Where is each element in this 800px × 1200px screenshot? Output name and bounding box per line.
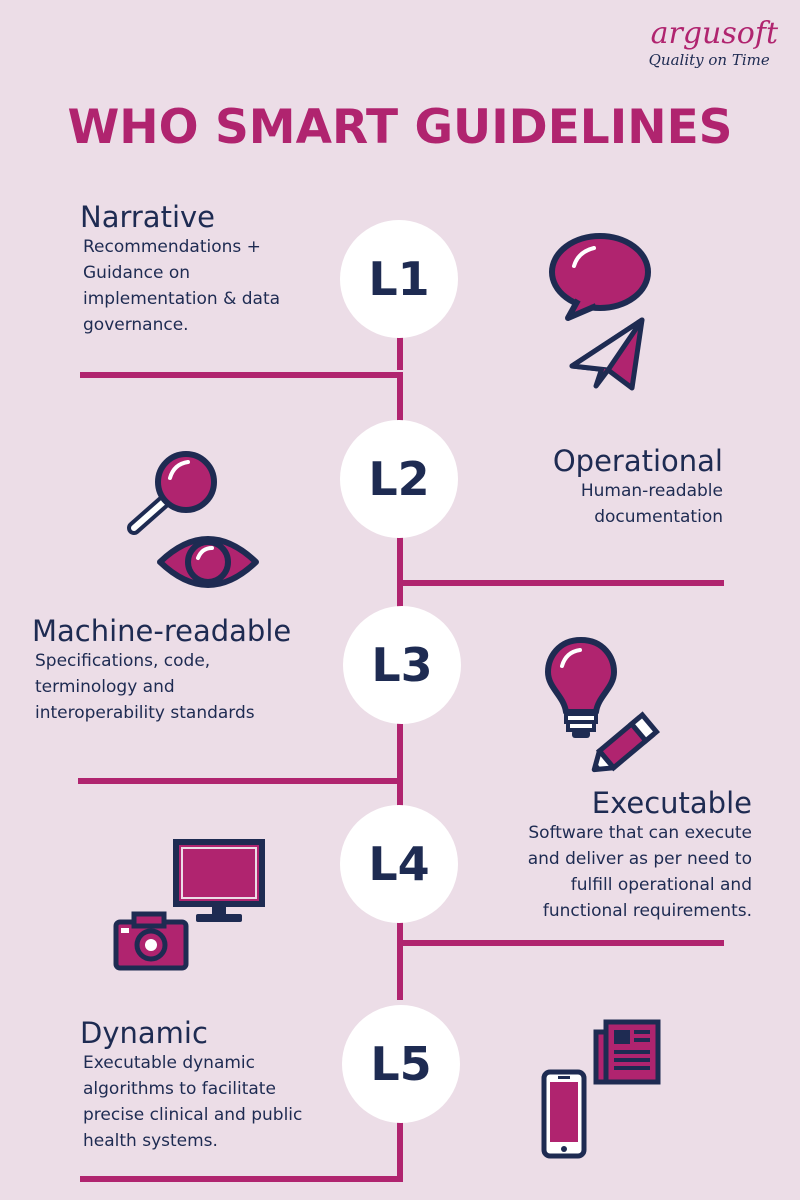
- level-3-description: Specifications, code, terminology and in…: [35, 651, 255, 723]
- timeline-segment-9: [397, 1110, 403, 1178]
- timeline-segment-5: [397, 710, 403, 780]
- timeline-segment-7: [397, 910, 403, 940]
- brand-name: argusoft: [650, 16, 778, 51]
- level-2-heading: Operational: [552, 444, 723, 478]
- level-5-heading: Dynamic: [80, 1016, 208, 1050]
- timeline-segment-4: [397, 586, 403, 620]
- timeline-branch-3: [78, 778, 403, 784]
- newspaper-icon: [592, 1018, 662, 1086]
- level-3-block: Machine-readable Specifications, code, t…: [32, 614, 291, 726]
- level-1-description: Recommendations + Guidance on implementa…: [83, 237, 281, 335]
- level-5-block: Dynamic Executable dynamic algorithms to…: [80, 1016, 302, 1154]
- page-title: WHO SMART GUIDELINES: [67, 100, 733, 155]
- brand-logo: argusoft Quality on Time: [649, 18, 778, 70]
- level-2-description: Human-readable documentation: [580, 481, 723, 527]
- timeline-segment-3: [397, 520, 403, 580]
- timeline-branch-4: [397, 940, 724, 946]
- level-1-heading: Narrative: [80, 200, 216, 234]
- brand-tagline: Quality on Time: [648, 51, 770, 69]
- timeline-branch-1: [80, 372, 403, 378]
- level-badge-l5: L5: [342, 1005, 460, 1123]
- timeline-segment-2: [397, 378, 403, 438]
- paper-plane-icon: [568, 316, 648, 392]
- lightbulb-icon: [544, 636, 618, 744]
- timeline-segment-8: [397, 946, 403, 1000]
- eye-icon: [156, 530, 260, 594]
- level-4-heading: Executable: [591, 786, 752, 820]
- level-4-block: Executable Software that can execute and…: [528, 786, 752, 924]
- level-3-heading: Machine-readable: [32, 614, 292, 648]
- level-badge-l3: L3: [343, 606, 461, 724]
- pencil-icon: [584, 708, 664, 784]
- magnifier-icon: [122, 448, 222, 540]
- timeline-branch-2: [397, 580, 724, 586]
- monitor-icon: [172, 838, 266, 926]
- speech-bubble-icon: [548, 230, 652, 322]
- level-badge-l1: L1: [340, 220, 458, 338]
- timeline-branch-5: [80, 1176, 403, 1182]
- level-4-description: Software that can execute and deliver as…: [527, 823, 752, 921]
- level-5-description: Executable dynamic algorithms to facilit…: [83, 1053, 303, 1151]
- level-badge-l4: L4: [340, 805, 458, 923]
- level-1-block: Narrative Recommendations + Guidance on …: [80, 200, 280, 338]
- camera-icon: [112, 910, 190, 972]
- timeline-segment-6: [397, 784, 403, 814]
- level-badge-l2: L2: [340, 420, 458, 538]
- smartphone-icon: [540, 1068, 588, 1160]
- level-2-block: Operational Human-readable documentation: [553, 444, 723, 530]
